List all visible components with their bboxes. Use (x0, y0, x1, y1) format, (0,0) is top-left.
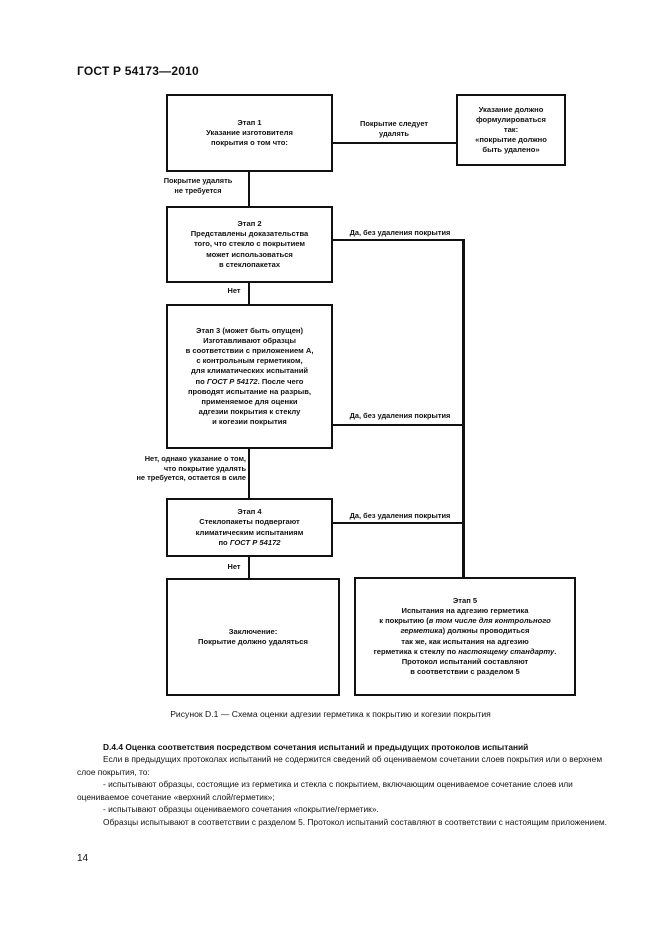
label-text: удалять (379, 128, 409, 138)
conclusion-text: Покрытие должно удаляться (198, 637, 308, 646)
stage-1-box: Этап 1 Указание изготовителя покрытия о … (166, 94, 333, 172)
label-text: что покрытие удалять (163, 463, 246, 473)
stage-3-text: для климатических испытаний (190, 366, 309, 376)
bullet-item: - испытывают образцы оцениваемого сочета… (103, 804, 379, 815)
label-no-removal-needed: Покрытие удалять не требуется (152, 176, 244, 195)
label-text: Нет, однако указание о том, (144, 454, 246, 463)
connector-line (333, 239, 464, 241)
text-part: в том числе для контрольного (428, 616, 551, 626)
stage-3-title: Этап 3 (может быть опущен) (195, 326, 304, 336)
stage-1-title: Этап 1 (237, 117, 262, 127)
connector-line (333, 142, 456, 144)
connector-line (462, 239, 465, 577)
page-number: 14 (77, 853, 89, 864)
stage-5-title: Этап 5 (452, 596, 478, 606)
section-d-4-4: D.4.4 Оценка соответствия посредством со… (77, 741, 612, 828)
label-no-but-indication: Нет, однако указание о том, что покрытие… (106, 454, 246, 483)
label-must-remove: Покрытие следует удалять (348, 119, 440, 138)
stage-3-text: Изготавливают образцы (203, 336, 296, 346)
stage-4-text: Стеклопакеты подвергают (199, 517, 300, 527)
connector-line (248, 449, 250, 498)
label-yes-no-removal: Да, без удаления покрытия (349, 511, 451, 520)
bullet-item: - испытывают образцы, состоящие из герме… (77, 779, 573, 802)
standard-reference: ГОСТ Р 54172 (206, 376, 258, 386)
label-text: не требуется (174, 185, 222, 195)
stage-3-text: и когезии покрытия (212, 416, 287, 426)
stage-4-text: климатическим испытаниям (195, 527, 304, 537)
paragraph: Если в предыдущих протоколах испытаний н… (77, 754, 603, 777)
stage-2-text: того, что стекло с покрытием (193, 239, 306, 249)
connector-line (333, 522, 464, 524)
connector-line (248, 172, 250, 206)
label-text: не требуется, остается в силе (136, 473, 246, 483)
conclusion-text: Заключение: (228, 626, 278, 636)
stage-4-box: Этап 4 Стеклопакеты подвергают климатиче… (166, 498, 333, 557)
stage-3-text: по ГОСТ Р 54172. После чего (186, 377, 314, 387)
stage-5-text: Испытания на адгезию герметика (401, 606, 529, 616)
stage-2-title: Этап 2 (237, 219, 262, 229)
label-no: Нет (227, 286, 241, 295)
note-text: Указание должно (478, 104, 544, 114)
stage-1-text: покрытия о том что: (211, 138, 288, 147)
stage-1-text: Указание изготовителя (206, 127, 293, 137)
text-part: . (554, 646, 557, 656)
stage-2-text: может использоваться (206, 249, 293, 259)
stage-3-text: в соответствии с приложением А, (185, 346, 314, 356)
text-part: настоящему стандарту (458, 646, 555, 656)
note-text: быть удалено» (482, 145, 540, 155)
stage-2-text: в стеклопакетах (218, 259, 281, 269)
connector-line (333, 424, 464, 426)
stage-3-text: с контрольным герметиком, (196, 356, 303, 366)
label-text: Покрытие следует (360, 119, 428, 128)
text-part: к покрытию ( (379, 616, 429, 626)
note-text: формулироваться (476, 114, 546, 124)
label-text: Покрытие удалять (163, 176, 233, 185)
stage-5-text: Протокол испытаний составляют (401, 656, 529, 666)
figure-caption: Рисунок D.1 — Схема оценки адгезии герме… (170, 709, 491, 719)
note-text: так: (503, 124, 519, 134)
stage-5-box: Этап 5 Испытания на адгезию герметика к … (354, 577, 576, 696)
label-no: Нет (227, 562, 241, 571)
connector-line (248, 557, 250, 578)
stage-5-text: к покрытию (в том числе для контрольного (374, 616, 557, 626)
stage-3-box: Этап 3 (может быть опущен) Изготавливают… (166, 304, 333, 449)
stage-2-text: Представлены доказательства (190, 229, 309, 239)
stage-3-text: адгезии покрытия к стеклу (198, 406, 301, 416)
standard-reference: ГОСТ Р 54172 (229, 537, 281, 547)
paragraph: Образцы испытывают в соответствии с разд… (103, 816, 607, 827)
text-part: . После чего (257, 376, 304, 386)
stage-4-text: по ГОСТ Р 54172 (196, 538, 304, 548)
note-box: Указание должно формулироваться так: «по… (456, 94, 566, 166)
conclusion-box: Заключение: Покрытие должно удаляться (166, 578, 340, 696)
stage-5-text: герметика к стеклу по настоящему стандар… (374, 647, 557, 657)
stage-3-text: применяемое для оценки (201, 396, 298, 406)
document-header: ГОСТ Р 54173—2010 (77, 64, 199, 78)
text-part: ) должны проводиться (442, 626, 530, 636)
note-text: «покрытие должно (475, 135, 547, 144)
stage-2-box: Этап 2 Представлены доказательства того,… (166, 206, 333, 283)
stage-5-text: герметика) должны проводиться (374, 626, 557, 636)
connector-line (248, 283, 250, 304)
text-part: герметика (400, 626, 443, 636)
text-part: по (195, 376, 207, 386)
stage-5-text: так же, как испытания на адгезию (401, 636, 529, 646)
text-part: по (218, 537, 230, 547)
text-part: герметика к стеклу по (373, 646, 459, 656)
stage-3-text: проводят испытание на разрыв, (187, 386, 312, 396)
label-yes-no-removal: Да, без удаления покрытия (349, 411, 451, 420)
stage-5-text: в соответствии с разделом 5 (410, 666, 520, 676)
label-yes-no-removal: Да, без удаления покрытия (349, 228, 451, 237)
section-heading: D.4.4 Оценка соответствия посредством со… (103, 742, 529, 752)
stage-4-title: Этап 4 (237, 507, 262, 517)
